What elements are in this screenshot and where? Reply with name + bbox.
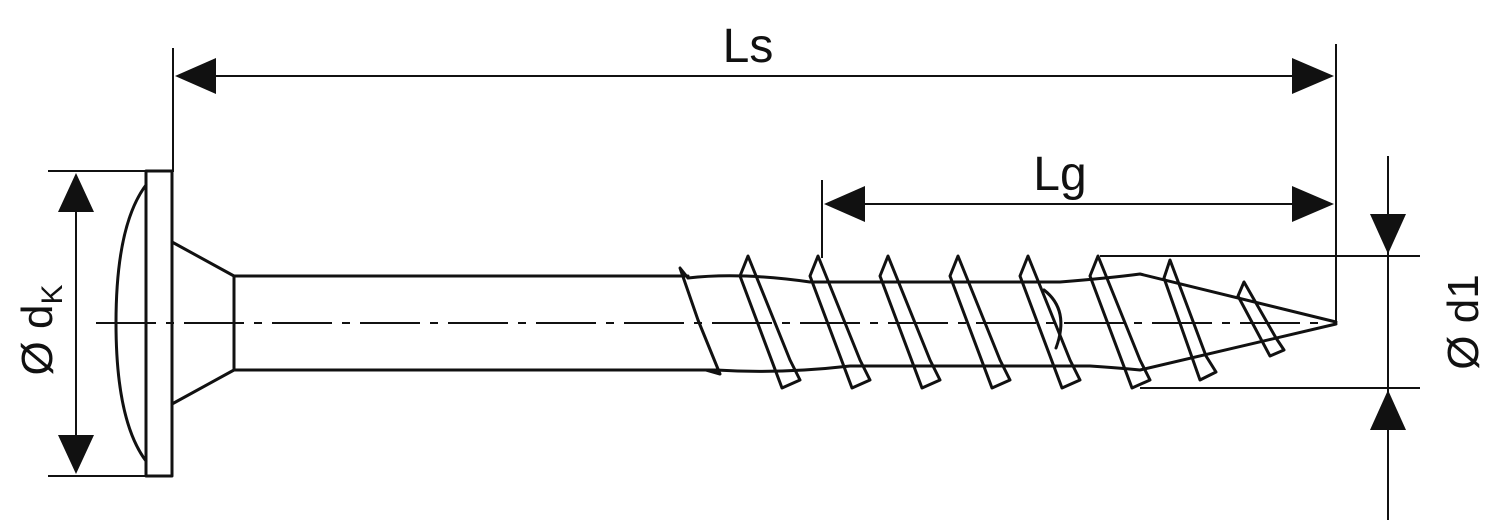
lg-label: Lg [1033,148,1086,201]
head-flange [144,169,174,478]
thread-crest-6 [1088,254,1152,390]
d1-arrow-top [1370,214,1406,254]
dk-arrow-top [58,173,94,212]
lg-arrow-left [824,186,865,222]
ls-dimension: Ls [172,20,1337,322]
head-countersink [170,240,236,406]
thread-cutting-notch [1042,288,1063,350]
ls-label: Ls [723,20,774,73]
thread-crest-1 [738,254,802,390]
ls-arrow-right [1292,58,1334,94]
thread-crest-2 [808,254,872,390]
lg-arrow-right [1292,186,1334,222]
screw-thread [678,254,1338,390]
dk-subscript: K [36,285,69,305]
screw-head [114,169,236,478]
thread-crest-3 [878,254,942,390]
dk-arrow-bottom [58,435,94,474]
dk-label: Ø dK [13,285,69,376]
ls-arrow-left [175,58,216,94]
thread-core-bottom [714,322,1338,373]
thread-runout [678,266,722,376]
thread-crest-4 [948,254,1012,390]
thread-crest-5 [1018,254,1082,390]
thread-crest-7 [1162,258,1218,382]
head-dome [114,183,148,463]
screw-shank [232,274,718,372]
thread-core-top [686,272,1338,324]
dk-symbol: Ø d [13,305,62,376]
d1-label: Ø d1 [1439,274,1488,369]
head-diameter-dimension: Ø dK [13,170,146,477]
d1-arrow-bottom [1370,390,1406,430]
lg-dimension: Lg [821,148,1334,258]
thread-crest-8 [1236,280,1286,358]
thread-diameter-dimension: Ø d1 [1100,156,1488,520]
